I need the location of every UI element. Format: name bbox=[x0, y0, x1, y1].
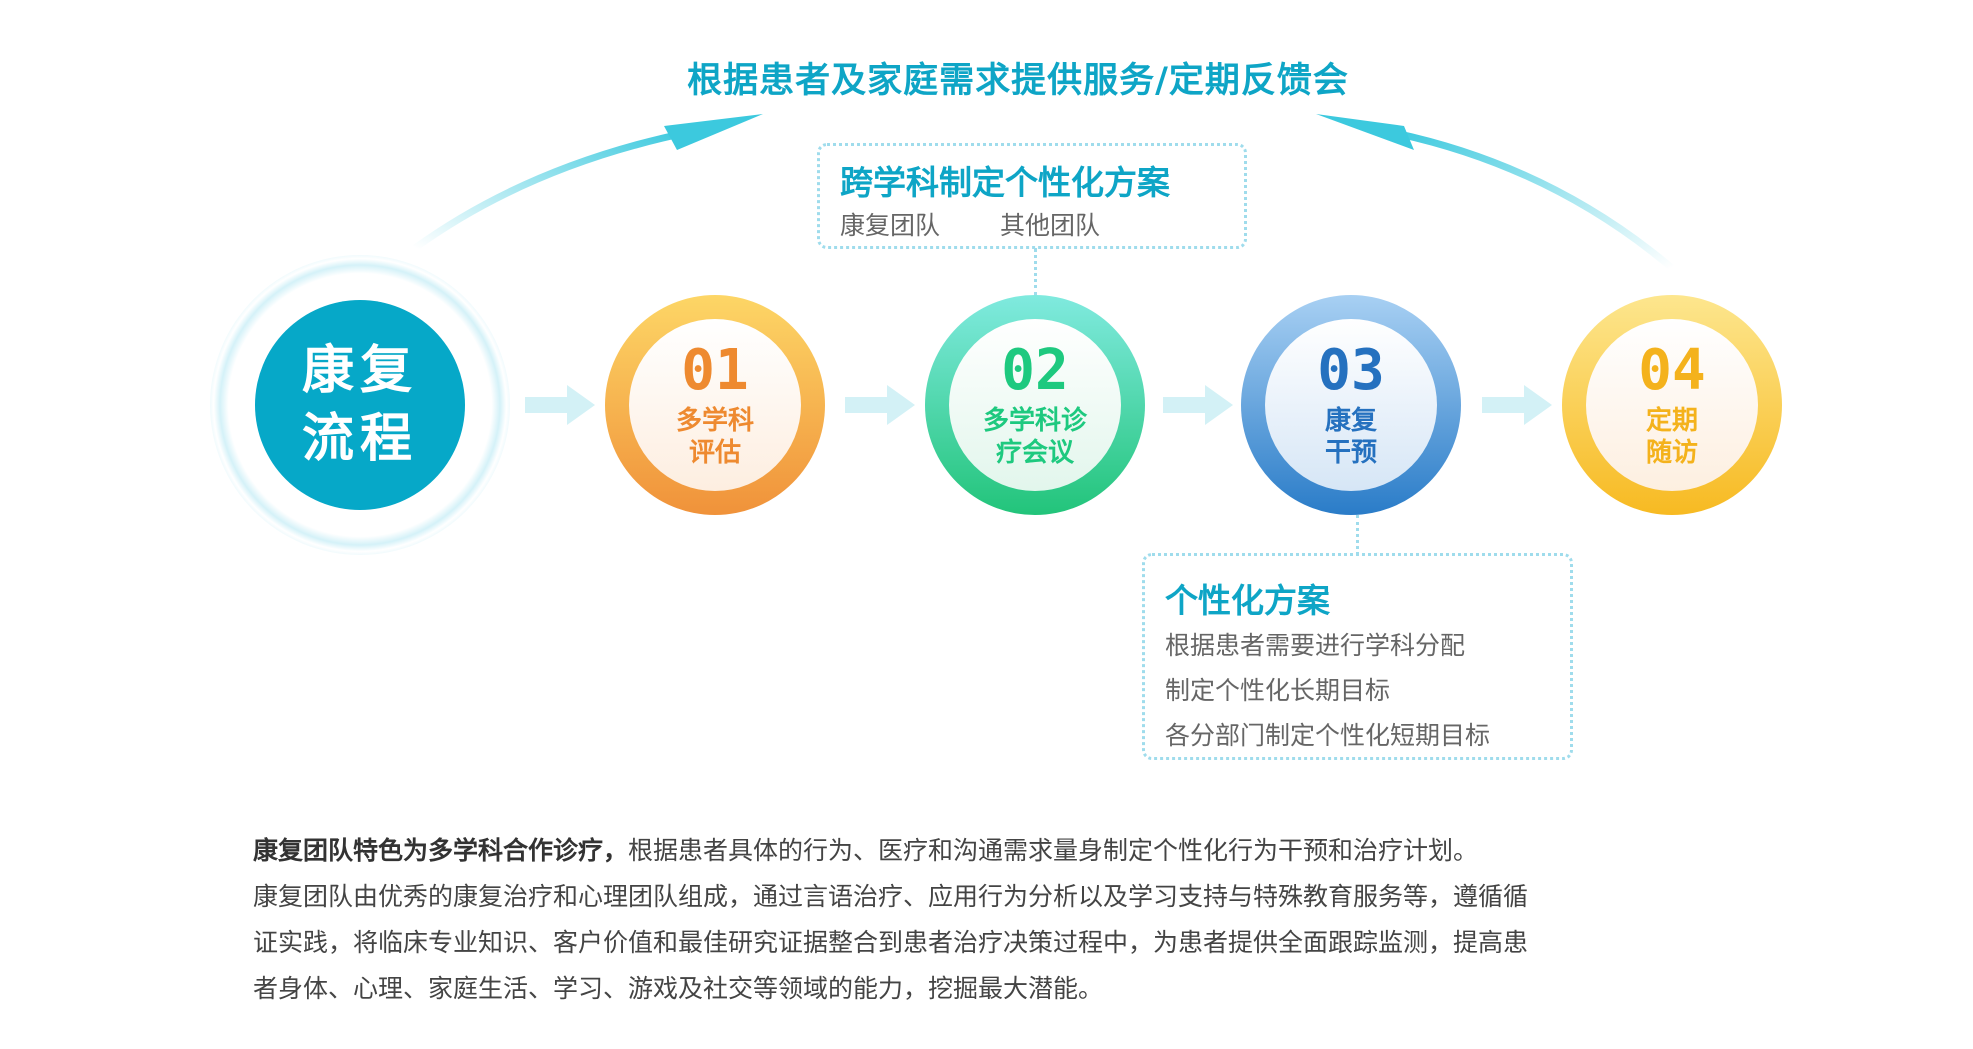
arrow-right-icon bbox=[1482, 385, 1552, 425]
right-arrowhead-icon bbox=[1316, 114, 1414, 150]
team-rehab: 康复团队 bbox=[840, 211, 941, 240]
arrow-right-icon bbox=[1163, 385, 1233, 425]
left-arrowhead-icon bbox=[664, 114, 763, 150]
step-01-assessment: 01 多学科评估 bbox=[605, 295, 825, 515]
plan-item: 制定个性化长期目标 bbox=[1165, 676, 1391, 705]
left-curve-arrow bbox=[412, 128, 691, 251]
para-text: 康复团队由优秀的康复治疗和心理团队组成，通过言语治疗、应用行为分析以及学习支持与… bbox=[253, 882, 1529, 911]
interdisciplinary-plan-box: 跨学科制定个性化方案 康复团队 其他团队 bbox=[817, 143, 1247, 249]
step-label: 干预 bbox=[1324, 438, 1377, 468]
box-title: 跨学科制定个性化方案 bbox=[840, 163, 1170, 202]
step-03-intervention: 03 康复干预 bbox=[1241, 295, 1461, 515]
para-text: 根据患者具体的行为、医疗和沟通需求量身制定个性化行为干预和治疗计划。 bbox=[628, 836, 1479, 865]
feedback-title: 根据患者及家庭需求提供服务/定期反馈会 bbox=[687, 61, 1349, 101]
right-curve-arrow bbox=[1389, 128, 1675, 271]
rehab-process-circle: 康复 流程 bbox=[255, 300, 465, 510]
feedback-arrows bbox=[412, 114, 1675, 271]
step-02-meeting: 02 多学科诊疗会议 bbox=[925, 295, 1145, 515]
box-title: 个性化方案 bbox=[1165, 581, 1330, 620]
para-text: 证实践，将临床专业知识、客户价值和最佳研究证据整合到患者治疗决策过程中，为患者提… bbox=[253, 928, 1529, 957]
step-number: 02 bbox=[1001, 338, 1069, 403]
plan-item: 各分部门制定个性化短期目标 bbox=[1165, 721, 1491, 750]
step-number: 04 bbox=[1638, 338, 1706, 403]
step-label: 疗会议 bbox=[995, 438, 1074, 468]
step-label: 康复 bbox=[1324, 406, 1377, 436]
step-label: 评估 bbox=[688, 438, 741, 468]
personalized-plan-box: 个性化方案 根据患者需要进行学科分配 制定个性化长期目标 各分部门制定个性化短期… bbox=[1142, 553, 1573, 760]
step-label: 随访 bbox=[1645, 438, 1698, 468]
connector-line bbox=[1356, 515, 1359, 555]
connector-line bbox=[1034, 248, 1037, 296]
step-label: 多学科诊 bbox=[982, 406, 1087, 436]
step-label: 多学科 bbox=[675, 406, 754, 436]
step-number: 03 bbox=[1317, 338, 1385, 403]
step-04-followup: 04 定期随访 bbox=[1562, 295, 1782, 515]
arrow-right-icon bbox=[525, 385, 595, 425]
para-bold: 康复团队特色为多学科合作诊疗， bbox=[253, 836, 629, 865]
arrow-right-icon bbox=[845, 385, 915, 425]
main-line1: 康复 bbox=[301, 341, 418, 401]
description-paragraph: 康复团队特色为多学科合作诊疗，根据患者具体的行为、医疗和沟通需求量身制定个性化行… bbox=[253, 828, 1793, 1012]
team-other: 其他团队 bbox=[1000, 211, 1101, 240]
step-number: 01 bbox=[681, 338, 749, 403]
step-label: 定期 bbox=[1645, 406, 1698, 436]
para-text: 者身体、心理、家庭生活、学习、游戏及社交等领域的能力，挖掘最大潜能。 bbox=[253, 974, 1104, 1003]
plan-item: 根据患者需要进行学科分配 bbox=[1165, 631, 1466, 660]
main-line2: 流程 bbox=[301, 409, 418, 469]
